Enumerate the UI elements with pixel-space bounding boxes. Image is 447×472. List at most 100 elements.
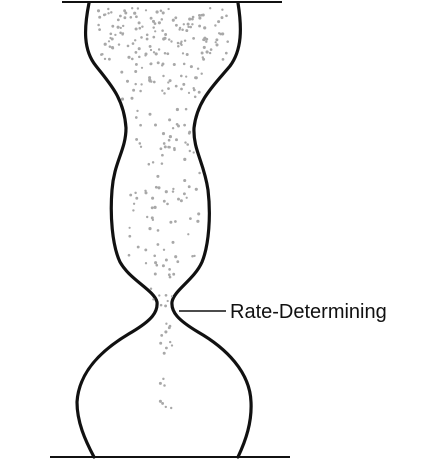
- particle-dot: [144, 54, 147, 57]
- particle-dot: [135, 196, 139, 200]
- particle-dot: [225, 14, 228, 18]
- particle-dot: [208, 51, 212, 55]
- particle-dot: [160, 64, 164, 67]
- particle-dot: [128, 226, 131, 229]
- particle-dot: [109, 36, 112, 40]
- particle-dot: [100, 53, 103, 56]
- particle-dot: [107, 40, 111, 43]
- particle-dot: [137, 47, 141, 51]
- particle-dot: [156, 61, 160, 65]
- particle-dot: [144, 248, 148, 252]
- particle-dot: [221, 32, 225, 36]
- particle-dot: [194, 187, 198, 191]
- particle-dot: [120, 70, 124, 74]
- particle-dot: [148, 44, 152, 48]
- particle-dot: [148, 76, 152, 80]
- particle-dot: [169, 340, 172, 344]
- particle-dot: [125, 79, 130, 83]
- particle-dot: [108, 57, 111, 61]
- particle-dot: [157, 48, 161, 51]
- particle-dot: [145, 37, 149, 41]
- particle-dot: [198, 16, 202, 20]
- particle-dot: [152, 35, 156, 39]
- particle-dot: [161, 89, 164, 92]
- particle-dot: [163, 52, 167, 55]
- particle-dot: [198, 24, 202, 28]
- particle-dot: [146, 215, 149, 219]
- particle-dot: [117, 43, 121, 46]
- particle-dot: [150, 216, 154, 220]
- particle-dot: [96, 9, 101, 13]
- particle-dot: [168, 275, 172, 279]
- particle-dot: [154, 185, 158, 189]
- particle-dot: [150, 206, 154, 210]
- particle-dot: [157, 186, 161, 190]
- particle-dot: [166, 52, 170, 56]
- particle-dot: [144, 189, 147, 193]
- particle-dot: [131, 42, 135, 45]
- particle-dot: [154, 30, 157, 33]
- particle-dot: [151, 196, 155, 200]
- particle-dot: [161, 153, 164, 157]
- particle-dot: [153, 22, 157, 25]
- particle-dot: [220, 16, 224, 20]
- particle-dot: [167, 138, 171, 142]
- particle-dot: [168, 324, 172, 328]
- particle-dot: [147, 162, 151, 166]
- particle-dot: [224, 51, 228, 55]
- particle-dot: [170, 40, 173, 43]
- particle-dot: [107, 12, 110, 15]
- particle-dot: [172, 62, 176, 67]
- particle-dot: [132, 88, 136, 92]
- particle-dot: [187, 185, 191, 189]
- particle-dot: [108, 45, 112, 48]
- particle-dot: [177, 124, 180, 128]
- particle-dot: [203, 36, 207, 40]
- particle-dot: [171, 127, 175, 130]
- particle-dot: [226, 40, 229, 43]
- particle-dot: [188, 149, 191, 153]
- particle-dot: [197, 212, 201, 216]
- particle-dot: [159, 9, 163, 12]
- particle-dot: [163, 92, 166, 95]
- particle-dot: [164, 33, 168, 36]
- particle-dot: [187, 233, 190, 236]
- particle-dot: [138, 26, 142, 30]
- particle-dot: [158, 399, 162, 403]
- particle-dot: [173, 148, 176, 152]
- particle-dot: [187, 25, 190, 29]
- particle-dot: [162, 37, 166, 41]
- particle-dot: [149, 16, 153, 20]
- particle-dot: [151, 161, 155, 164]
- particle-dot: [132, 209, 135, 212]
- particle-dot: [134, 116, 138, 119]
- particle-dot: [140, 36, 143, 39]
- particle-dot: [121, 24, 125, 28]
- particle-dot: [154, 261, 158, 265]
- particle-dot: [209, 48, 213, 51]
- particle-dot: [180, 74, 183, 78]
- particle-dot: [151, 19, 156, 23]
- particle-dot: [164, 304, 168, 308]
- particle-dot: [114, 33, 117, 37]
- particle-dot: [185, 196, 188, 199]
- particle-dot: [127, 55, 131, 59]
- particle-dot: [154, 123, 157, 127]
- particle-dot: [205, 40, 208, 43]
- particle-dot: [168, 79, 172, 83]
- particle-dot: [163, 145, 167, 149]
- particle-dot: [183, 123, 186, 127]
- particle-dot: [185, 53, 189, 56]
- particle-dot: [196, 67, 200, 70]
- particle-dot: [136, 7, 140, 10]
- particle-dot: [185, 29, 189, 33]
- particle-dot: [153, 254, 156, 258]
- particle-dot: [132, 202, 136, 205]
- particle-dot: [160, 334, 164, 337]
- particle-dot: [168, 135, 172, 139]
- particle-dot: [184, 107, 188, 111]
- particle-dot: [205, 50, 209, 54]
- particle-dot: [183, 157, 187, 161]
- particle-dot: [189, 65, 193, 69]
- particle-dot: [162, 377, 165, 381]
